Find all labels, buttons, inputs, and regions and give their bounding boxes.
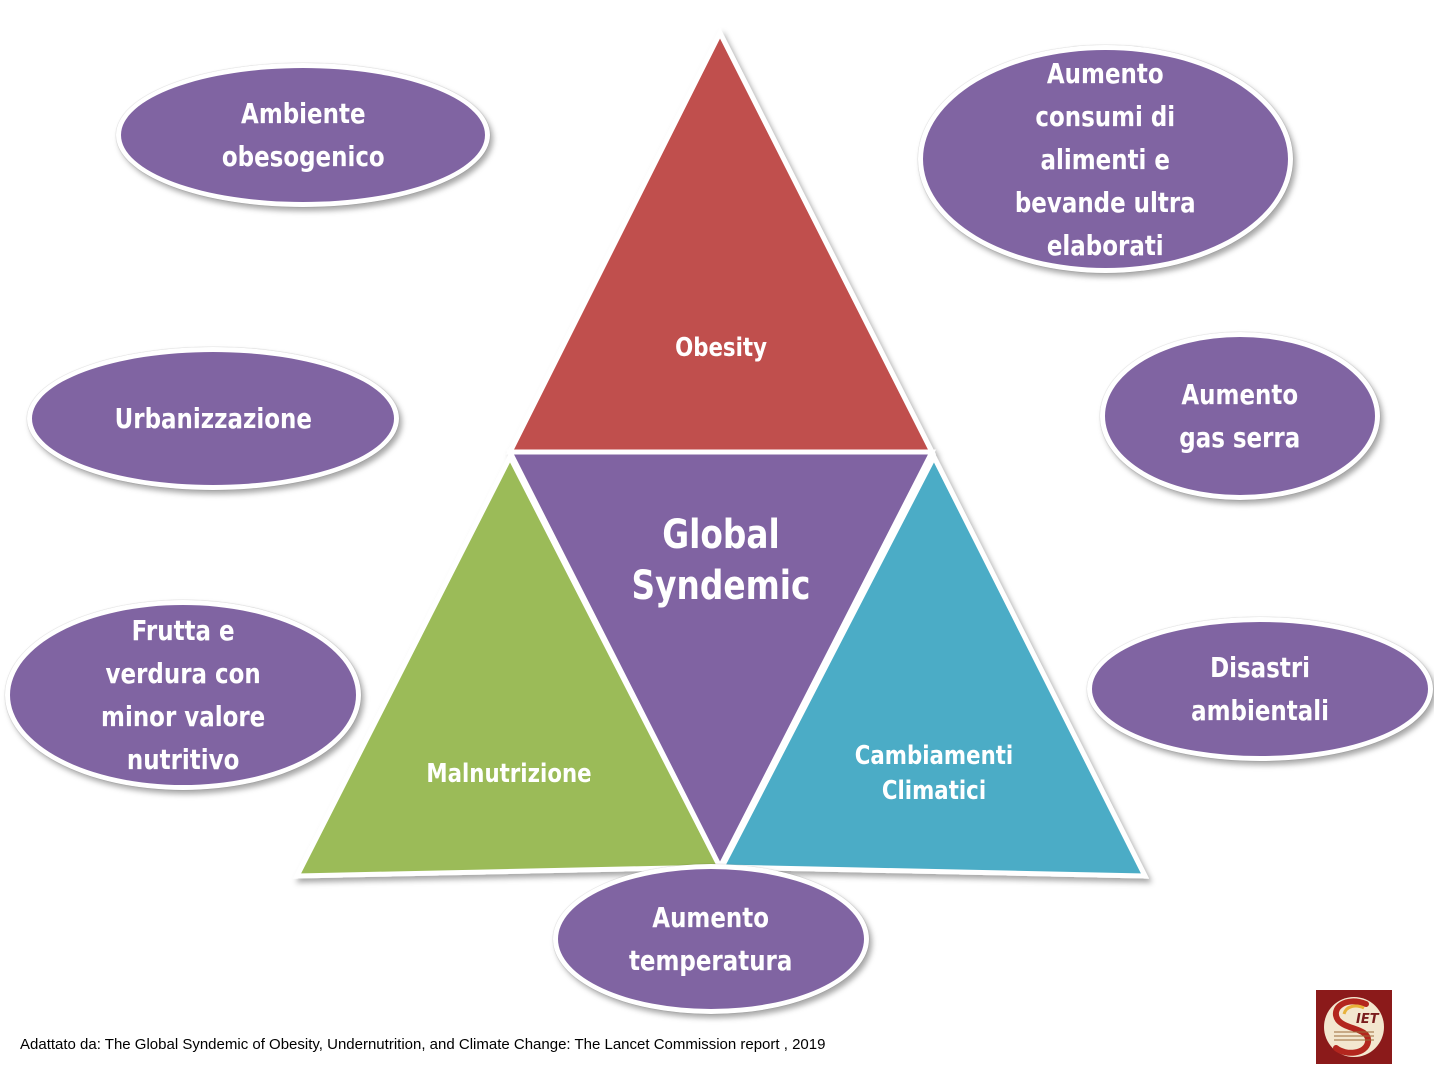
ambiente-obesogenico-oval: Ambiente obesogenico	[116, 63, 490, 207]
oval-line: bevande ultra	[1015, 185, 1196, 219]
oval-line: minor valore	[100, 700, 266, 733]
oval-line: Aumento	[652, 901, 770, 934]
cambiamenti-label-line2: Climatici	[882, 775, 986, 806]
aumento-temperatura-oval: Aumento temperatura	[553, 864, 869, 1014]
oval-line: Ambiente	[240, 97, 366, 130]
oval-line: Aumento	[1047, 56, 1164, 90]
siet-logo: IET	[1316, 990, 1392, 1064]
obesity-label: Obesity	[675, 332, 767, 363]
obesity-triangle	[505, 27, 937, 455]
malnutrizione-label: Malnutrizione	[426, 758, 591, 789]
oval-line: Urbanizzazione	[114, 402, 312, 435]
global-syndemic-label-line1: Global	[662, 511, 780, 558]
global-syndemic-triangle	[505, 449, 937, 873]
cambiamenti-label-line1: Cambiamenti	[855, 740, 1013, 771]
oval-line: consumi di	[1035, 99, 1176, 133]
aumento-consumi-oval: Aumento consumi di alimenti e bevande ul…	[918, 45, 1293, 273]
urbanizzazione-oval: Urbanizzazione	[27, 347, 399, 490]
logo-text: IET	[1356, 1012, 1380, 1027]
oval-line: Aumento	[1181, 378, 1299, 411]
oval-line: nutritivo	[126, 743, 240, 776]
oval-line: alimenti e	[1040, 142, 1171, 176]
oval-line: Disastri	[1210, 651, 1310, 684]
oval-line: verdura con	[105, 657, 261, 690]
disastri-ambientali-oval: Disastri ambientali	[1087, 617, 1433, 761]
cambiamenti-climatici-triangle	[717, 451, 1150, 879]
oval-line: obesogenico	[221, 140, 385, 173]
source-citation: Adattato da: The Global Syndemic of Obes…	[20, 1036, 826, 1053]
oval-line: temperatura	[629, 944, 793, 977]
oval-line: elaborati	[1047, 228, 1164, 262]
oval-line: Frutta e	[131, 614, 235, 647]
frutta-verdura-oval: Frutta e verdura con minor valore nutrit…	[5, 600, 361, 790]
aumento-gas-serra-oval: Aumento gas serra	[1100, 332, 1380, 500]
oval-line: ambientali	[1191, 694, 1329, 727]
oval-line: gas serra	[1179, 421, 1301, 454]
global-syndemic-label-line2: Syndemic	[632, 562, 811, 609]
